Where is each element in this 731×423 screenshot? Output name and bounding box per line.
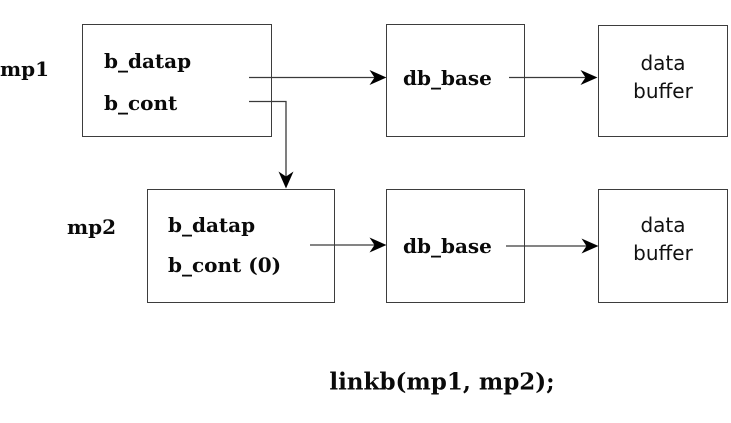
- data-buffer-bottom-text: data buffer: [599, 211, 727, 267]
- data-buffer-box-top: data buffer: [598, 25, 728, 137]
- arrowhead-right-icon: [369, 237, 387, 253]
- data-buffer-top-line2: buffer: [633, 79, 693, 103]
- mp2-box: b_datap b_cont (0): [147, 189, 335, 303]
- arrowhead-right-icon: [580, 70, 598, 85]
- db-base-box-bottom: db_base: [386, 189, 525, 303]
- mp1-field-b-cont: b_cont: [104, 91, 178, 115]
- db-base-top-label: db_base: [403, 66, 492, 90]
- data-buffer-top-text: data buffer: [599, 49, 727, 105]
- diagram-caption: linkb(mp1, mp2);: [329, 368, 555, 396]
- mp1-field-b-datap: b_datap: [104, 49, 192, 73]
- mp2-label: mp2: [67, 215, 117, 239]
- data-buffer-top-line1: data: [640, 51, 686, 75]
- data-buffer-bottom-line1: data: [640, 213, 686, 237]
- data-buffer-box-bottom: data buffer: [598, 189, 728, 303]
- arrowhead-right-icon: [369, 70, 387, 85]
- arrowhead-down-icon: [278, 171, 294, 189]
- db-base-box-top: db_base: [386, 24, 525, 137]
- data-buffer-bottom-line2: buffer: [633, 241, 693, 265]
- db-base-bottom-label: db_base: [403, 234, 492, 258]
- mp1-label: mp1: [0, 57, 50, 81]
- mp2-field-b-cont-0: b_cont (0): [168, 253, 282, 277]
- mp1-box: b_datap b_cont: [82, 24, 272, 137]
- mp2-field-b-datap: b_datap: [168, 213, 256, 237]
- arrowhead-right-icon: [581, 238, 599, 254]
